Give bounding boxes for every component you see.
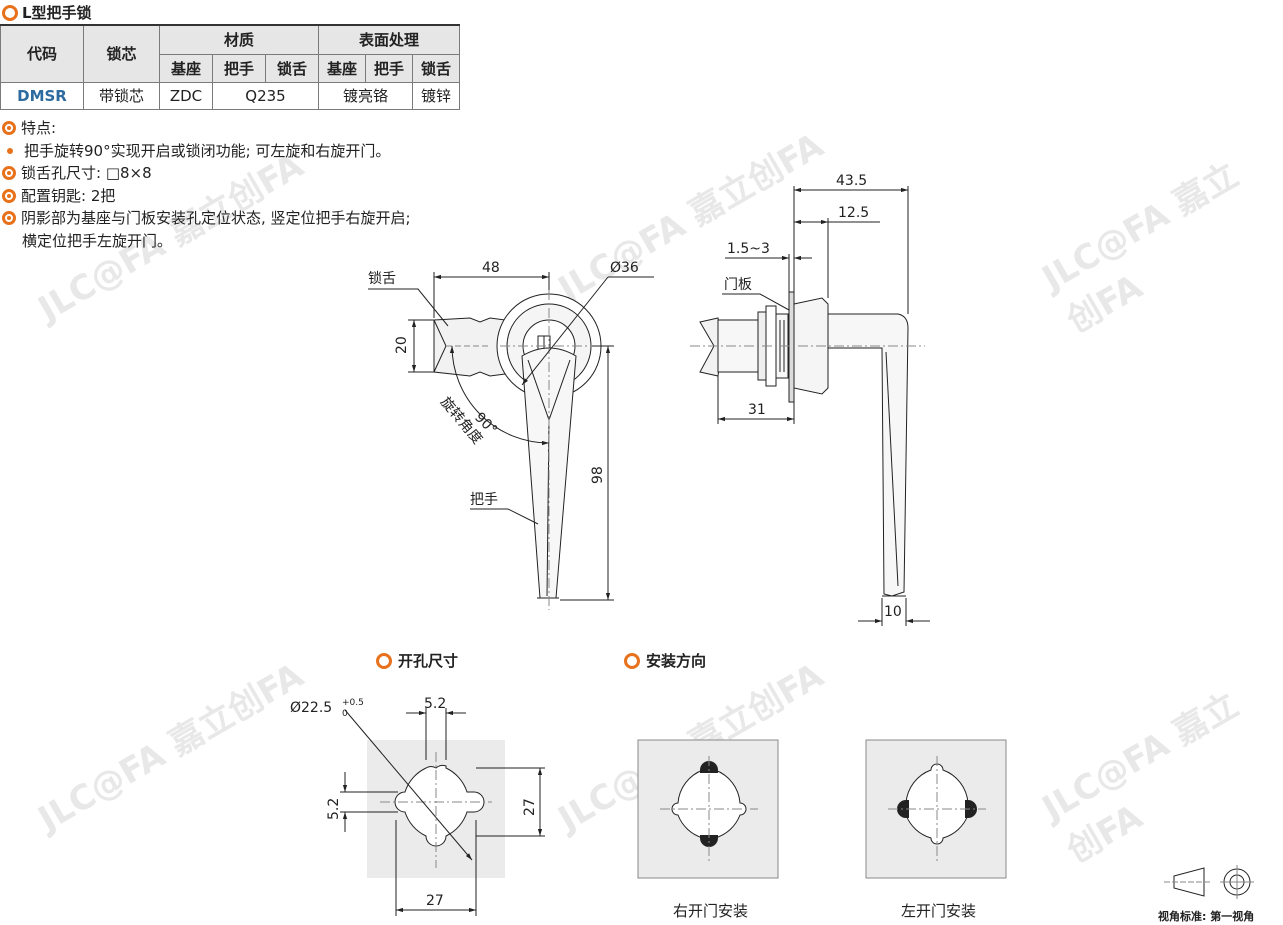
ring-icon (2, 4, 18, 21)
tongue-label: 锁舌 (368, 271, 396, 287)
col-tongue: 锁舌 (265, 53, 319, 83)
col-handle2: 把手 (365, 53, 413, 83)
dim-43-5: 43.5 (836, 173, 867, 189)
col-surface: 表面处理 (318, 24, 460, 55)
cutout-heading: 开孔尺寸 (376, 650, 458, 671)
handle-label: 把手 (470, 492, 498, 508)
col-base: 基座 (159, 53, 213, 83)
features-list: 特点: 把手旋转90°实现开启或锁闭功能; 可左旋和右旋开门。 锁舌孔尺寸: □… (2, 117, 411, 252)
install-left (865, 739, 1007, 879)
col-tongue2: 锁舌 (412, 53, 460, 83)
cell-core: 带锁芯 (83, 81, 160, 110)
left-install-caption: 左开门安装 (901, 902, 977, 920)
col-handle: 把手 (212, 53, 266, 83)
target-icon (2, 166, 16, 181)
bullet-icon (7, 147, 13, 154)
cutout-tol-upper: +0.5 (342, 698, 364, 708)
cutout-dim-5-2-top: 5.2 (424, 696, 446, 712)
cutout-view (340, 708, 545, 916)
dim-10: 10 (884, 604, 902, 620)
cutout-dim-5-2-left: 5.2 (326, 798, 342, 820)
cell-handle-tongue-material: Q235 (212, 81, 319, 110)
first-angle-symbol (1164, 865, 1254, 899)
cutout-dim-27-right: 27 (522, 798, 538, 816)
col-core: 锁芯 (83, 24, 160, 83)
target-icon (2, 188, 16, 203)
door-label: 门板 (724, 277, 752, 293)
col-code: 代码 (0, 24, 84, 83)
cutout-hole (394, 764, 485, 847)
dim-48: 48 (482, 260, 500, 276)
cutout-dia: Ø22.5 (290, 700, 332, 716)
dim-dia36: Ø36 (610, 260, 639, 276)
shade-right (965, 799, 977, 819)
cutout-dim-27-bottom: 27 (426, 893, 444, 909)
dim-1-5-3: 1.5~3 (727, 241, 770, 257)
col-material: 材质 (159, 24, 319, 55)
cell-code: DMSR (0, 81, 84, 110)
right-install-caption: 右开门安装 (673, 902, 749, 920)
dim-12-5: 12.5 (838, 205, 869, 221)
page-title: L型把手锁 (2, 2, 92, 23)
table-row: DMSR 带锁芯 ZDC Q235 镀亮铬 镀锌 (0, 81, 460, 110)
target-icon (2, 121, 16, 136)
spec-table: 代码 锁芯 材质 表面处理 基座 把手 锁舌 基座 把手 锁舌 DMSR 带锁芯… (0, 24, 460, 110)
target-icon (2, 211, 16, 226)
shade-top (699, 761, 719, 773)
install-heading: 安装方向 (624, 650, 706, 671)
cell-base-material: ZDC (159, 81, 213, 110)
dim-98: 98 (590, 466, 606, 484)
cell-surface: 镀亮铬 (318, 81, 413, 110)
cutout-tol-lower: 0 (342, 709, 348, 719)
ring-icon (376, 652, 392, 669)
install-right (637, 739, 779, 879)
view-standard: 视角标准: 第一视角 (1158, 910, 1255, 923)
front-view (368, 272, 654, 610)
ring-icon (624, 652, 640, 669)
dim-31: 31 (748, 402, 766, 418)
cell-tongue-surface: 镀锌 (412, 81, 460, 110)
side-view (690, 186, 930, 626)
dim-20: 20 (394, 336, 410, 354)
